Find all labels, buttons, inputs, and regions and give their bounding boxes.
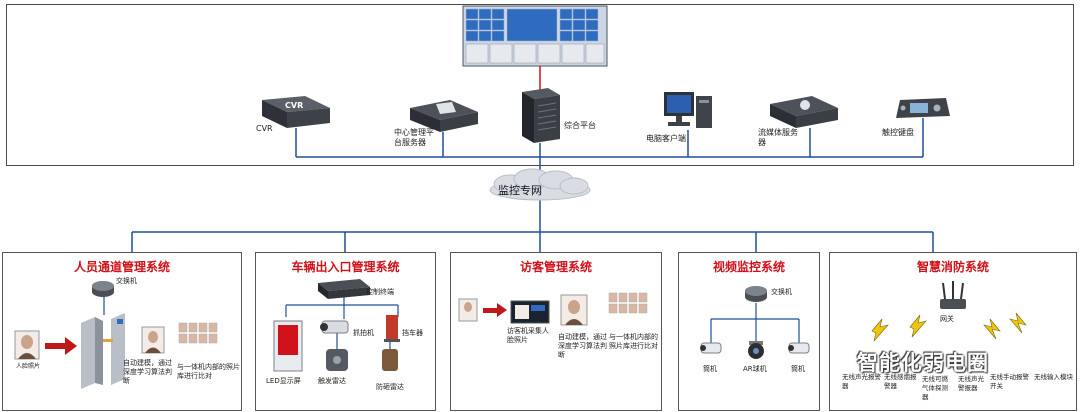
ar-dome-label: AR球机 [743, 365, 767, 373]
fire-device-1-label: 无线声光报警器 [842, 373, 881, 390]
video-wall [462, 5, 608, 67]
fire-device-4-label: 无线声光警报器 [958, 375, 984, 392]
fire-device-2-label: 无线感烟报警器 [884, 373, 917, 390]
face-photo-label: 人脸照片 [16, 363, 41, 370]
panel-fire: 智慧消防系统 网关 无线声光报警器 无线感烟报警器 无线可燃气体探测器 无线声光… [829, 252, 1077, 411]
trigger-radar-icon [326, 349, 348, 371]
integrated-platform-tower [522, 88, 560, 143]
visitor-compare-text: 与一体机内部的照片库进行比对 [609, 333, 658, 350]
vehicle-graphics [273, 279, 400, 372]
led-display-icon [273, 320, 303, 372]
private-network-label: 监控专网 [498, 184, 542, 197]
media-server-label: 流媒体服务器 [758, 128, 798, 147]
bullet-camera-1-label: 筒机 [703, 365, 717, 373]
red-arrow-icon [45, 337, 77, 355]
personnel-switch-icon [92, 281, 114, 297]
panel-personnel-title: 人员通道管理系统 [73, 260, 170, 274]
visitor-face-icon [458, 298, 478, 322]
panel-video: 视频监控系统 交换机 筒机 AR球机 筒机 [678, 252, 820, 411]
visitor-face-large-icon [560, 294, 588, 326]
capture-camera-icon [320, 320, 349, 334]
trigger-radar-label: 触发雷达 [318, 377, 346, 385]
cloud-network-shape [489, 168, 591, 201]
camera-label: 抓拍机 [353, 329, 374, 337]
visitor-photo-library-icon [608, 292, 648, 314]
touch-keyboard-label: 触控键盘 [882, 128, 914, 137]
bullet-camera-2-icon [788, 342, 810, 354]
pc-client-label: 电脑客户端 [646, 134, 686, 143]
personnel-graphics [14, 281, 218, 389]
fire-graphics [871, 281, 1027, 342]
personnel-switch-label: 交换机 [116, 277, 137, 285]
panel-visitor: 访客管理系统 访客机采集人脸照片 自动建模，通过深度学习算法判断 与一体机内部的… [450, 252, 662, 411]
barrier-label: 挡车器 [402, 329, 423, 337]
face-photo-icon [14, 330, 40, 360]
visitor-arrow-icon [483, 303, 507, 317]
video-switch-icon [745, 286, 767, 302]
barrier-gate-icon [384, 315, 400, 342]
panel-vehicle-title: 车辆出入口管理系统 [291, 260, 400, 274]
anti-smash-radar-label: 防砸雷达 [376, 383, 404, 391]
cvr-device [262, 96, 330, 128]
media-server [770, 96, 838, 128]
fire-device-5-label: 无线手动报警开关 [990, 373, 1029, 390]
personnel-modeling-text: 自动建模，通过深度学习算法判断 [123, 359, 172, 385]
panel-video-title: 视频监控系统 [712, 260, 785, 274]
ar-dome-camera-icon [748, 341, 764, 359]
anti-smash-radar-icon [382, 349, 398, 371]
touch-keyboard [896, 98, 950, 118]
panel-vehicle: 车辆出入口管理系统 [255, 252, 436, 411]
visitor-modeling-text: 自动建模，通过深度学习算法判断 [558, 333, 607, 359]
video-graphics [700, 286, 810, 359]
fire-device-3-label: 无线可燃气体探测器 [922, 375, 948, 401]
bullet-camera-2-label: 筒机 [791, 365, 805, 373]
panel-fire-title: 智慧消防系统 [916, 260, 989, 274]
personnel-compare-text: 与一体机内部的照片库进行比对 [177, 363, 240, 380]
pc-client [664, 92, 712, 128]
visitor-graphics [458, 292, 648, 326]
panel-visitor-title: 访客管理系统 [519, 260, 592, 274]
visitor-terminal-icon [510, 300, 550, 324]
wireless-signal-icons [871, 312, 1027, 342]
cvr-label: CVR [256, 124, 273, 133]
gateway-label: 网关 [940, 315, 954, 323]
led-label: LED显示屏 [266, 377, 301, 385]
bullet-camera-1-icon [700, 342, 722, 354]
video-switch-label: 交换机 [771, 288, 792, 296]
central-management-server [410, 100, 478, 132]
control-terminal-icon [318, 279, 370, 299]
visitor-collect-text: 访客机采集人脸照片 [507, 327, 549, 344]
control-terminal-label: 控制终端 [366, 288, 394, 296]
personnel-face-icon [141, 326, 165, 354]
central-server-label: 中心管理平台服务器 [394, 128, 434, 147]
turnstile-gate-icon [81, 313, 125, 389]
platform-label: 综合平台 [564, 121, 596, 130]
cvr-badge: CVR [285, 101, 304, 110]
photo-library-icon [178, 322, 218, 344]
watermark-text: 智能化弱电圈 [857, 351, 989, 375]
panel-personnel: 人员通道管理系统 [2, 252, 242, 411]
fire-device-6-label: 无线输入模块 [1034, 373, 1073, 381]
gateway-icon [940, 281, 966, 309]
